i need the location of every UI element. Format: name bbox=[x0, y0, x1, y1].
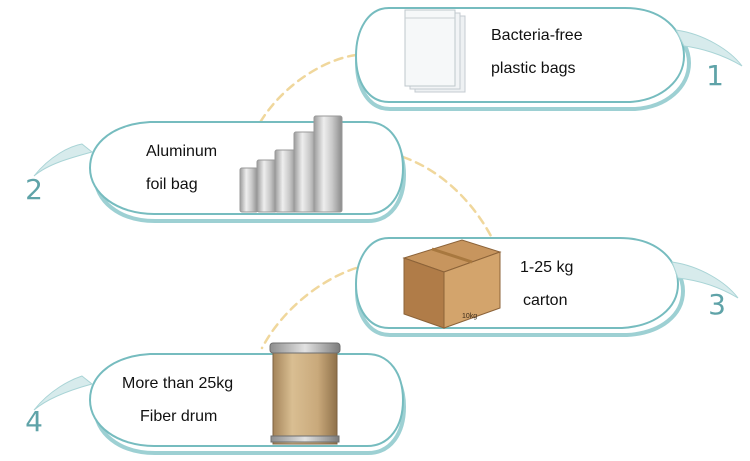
step-3-label-line2: carton bbox=[523, 292, 568, 309]
step-4 bbox=[33, 342, 407, 455]
carton-box-image: 10kg bbox=[402, 239, 502, 329]
step-2 bbox=[33, 115, 407, 223]
step-3-label-line1: 1-25 kg bbox=[520, 259, 574, 276]
connector-1-2 bbox=[256, 53, 358, 128]
pill-4-tail bbox=[33, 375, 94, 411]
step-1 bbox=[354, 7, 743, 111]
pill-3-tail bbox=[671, 261, 739, 299]
fiber-drum-image bbox=[269, 342, 341, 445]
step-4-number: 4 bbox=[25, 405, 43, 438]
carton-marking: 10kg bbox=[462, 313, 477, 320]
step-2-number: 2 bbox=[25, 173, 43, 206]
plastic-bags-image bbox=[404, 9, 466, 93]
connector-3-4 bbox=[260, 266, 358, 350]
step-1-label-line1: Bacteria-free bbox=[491, 27, 583, 44]
pill-2-tail bbox=[33, 143, 94, 177]
pill-1-tail bbox=[675, 29, 743, 67]
step-3: 10kg bbox=[354, 237, 739, 337]
step-1-label-line2: plastic bags bbox=[491, 60, 576, 77]
step-4-label-line2: Fiber drum bbox=[140, 408, 218, 425]
step-4-label-line1: More than 25kg bbox=[122, 375, 234, 392]
step-1-number: 1 bbox=[706, 59, 724, 92]
step-2-label-line2: foil bag bbox=[146, 176, 198, 193]
connector-2-3 bbox=[401, 155, 494, 240]
connectors bbox=[256, 53, 494, 350]
step-3-number: 3 bbox=[708, 288, 726, 321]
foil-bags-image bbox=[239, 115, 343, 213]
step-2-label-line1: Aluminum bbox=[146, 143, 218, 160]
pill-4 bbox=[88, 353, 405, 447]
